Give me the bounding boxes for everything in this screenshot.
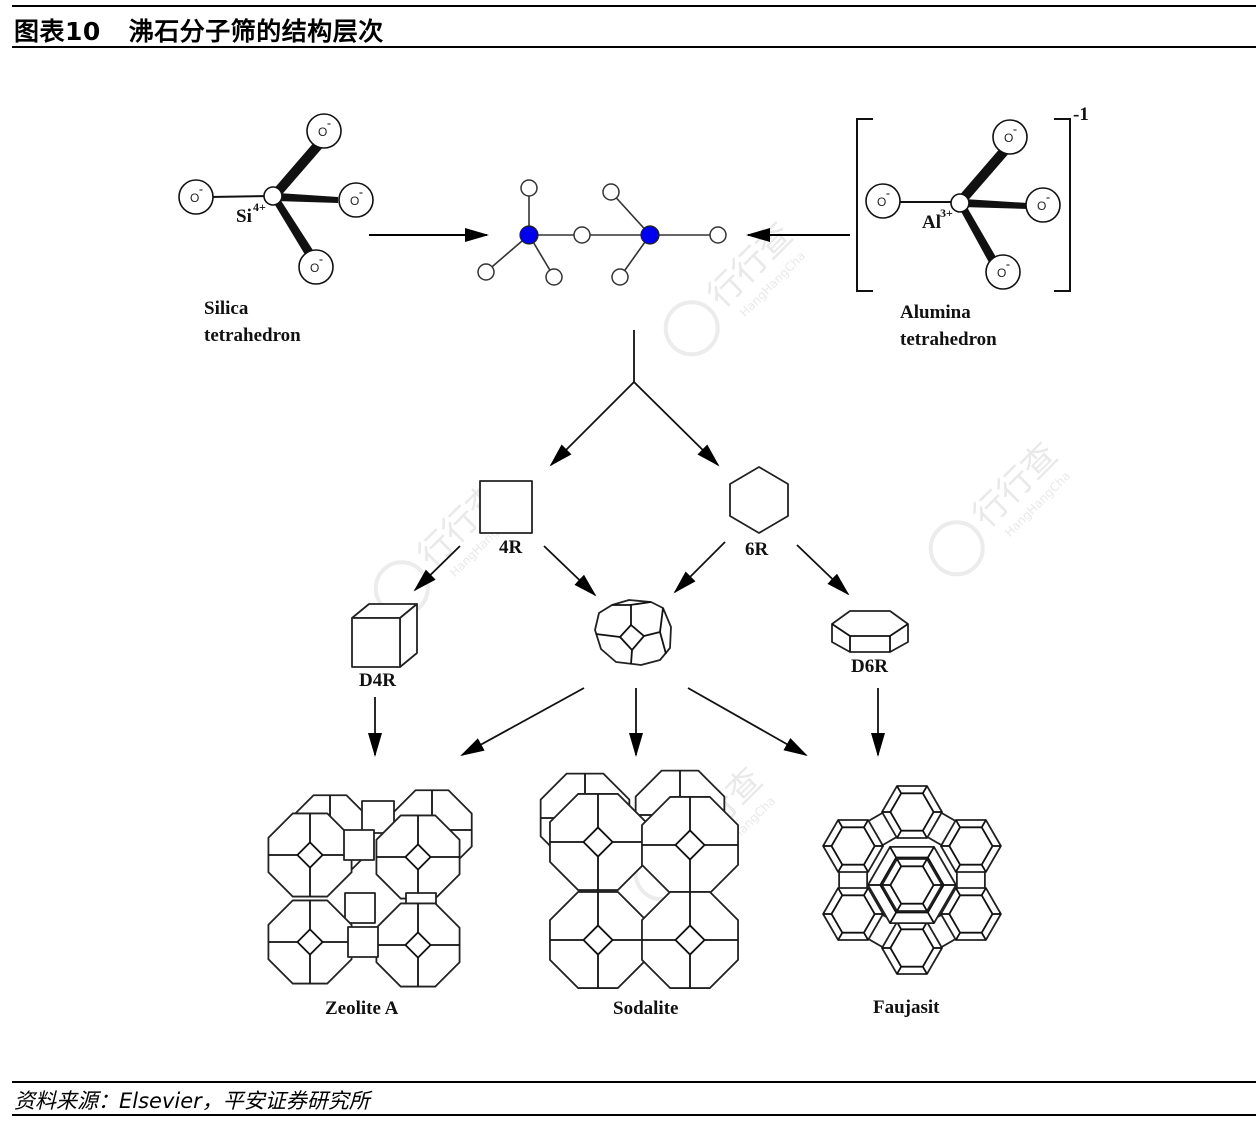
watermark: 行行查 HangHangCha: [928, 435, 1073, 577]
alumina-caption-line2: tetrahedron: [900, 329, 997, 350]
oxygen-node: [477, 263, 495, 281]
branch-arrows: [549, 330, 720, 467]
six-ring-label: 6R: [745, 539, 769, 560]
svg-text:-: -: [359, 185, 363, 199]
framework-arrows: [368, 687, 885, 757]
sodalite-cage: [549, 793, 647, 891]
zeolite-a-framework: [267, 789, 473, 988]
double-six-ring-label: D6R: [851, 656, 888, 677]
source-top-rule: [12, 1081, 1256, 1083]
double-six-ring-unit: D6R: [831, 610, 909, 677]
svg-text:-: -: [1013, 122, 1017, 136]
bond: [209, 195, 273, 198]
double-four-ring: [347, 926, 379, 958]
four-ring-unit: 4R: [479, 480, 533, 558]
silicon-label: Si: [236, 206, 252, 227]
unit-arrows: [413, 541, 850, 597]
aluminum-atom: [950, 193, 970, 213]
sodalite-cage: [641, 796, 739, 894]
aluminum-charge: 3+: [940, 206, 953, 220]
six-ring-unit: 6R: [729, 466, 789, 560]
watermark: 行行查 HangHangCha: [663, 215, 808, 357]
hexagonal-cage: [939, 887, 1002, 941]
double-four-ring-label: D4R: [359, 670, 396, 691]
oxygen-node: [520, 179, 538, 197]
linked-tetrahedra: [477, 179, 727, 286]
tetrahedral-atom-node: [519, 225, 539, 245]
sodalite-cage: [375, 902, 461, 988]
svg-text:-: -: [319, 252, 323, 266]
svg-text:-: -: [327, 116, 331, 130]
svg-text:O: O: [318, 125, 327, 139]
faujasite-framework: [822, 785, 1002, 975]
silicon-atom: [263, 186, 283, 206]
svg-text:-: -: [1046, 190, 1050, 204]
svg-text:-: -: [1006, 257, 1010, 271]
hexagonal-cage: [939, 819, 1002, 873]
oxygen-atom: O-: [178, 179, 214, 215]
oxygen-atom: O-: [1025, 187, 1061, 223]
svg-text:O: O: [350, 194, 359, 208]
sodalite-cage-unit: [594, 599, 672, 666]
svg-text:O: O: [1037, 199, 1046, 213]
oxygen-node: [611, 268, 629, 286]
silica-tetrahedron: O- O- O- O- Si 4+ Silica tetrahedron: [178, 113, 374, 346]
svg-text:O: O: [1004, 131, 1013, 145]
figure-number: 图表10: [14, 17, 101, 46]
top-rule: [12, 5, 1256, 7]
double-four-ring: [344, 892, 376, 924]
oxygen-node: [602, 183, 620, 201]
svg-text:O: O: [310, 261, 319, 275]
oxygen-atom: O-: [985, 254, 1021, 290]
bracket-charge: -1: [1073, 104, 1089, 125]
zeolite-a-label: Zeolite A: [325, 998, 399, 1019]
hexagonal-cage: [822, 887, 885, 941]
faujasite-label: Faujasit: [873, 997, 940, 1018]
sodalite-label: Sodalite: [613, 998, 678, 1019]
svg-text:O: O: [190, 191, 199, 205]
sodalite-framework: [539, 769, 739, 989]
bond: [272, 140, 324, 199]
aluminum-label: Al: [922, 212, 941, 233]
silica-caption-line2: tetrahedron: [204, 325, 301, 346]
hexagonal-cage: [881, 858, 943, 912]
sodalite-cage: [641, 891, 739, 989]
double-four-ring: [343, 829, 375, 861]
sodalite-cage: [267, 899, 353, 985]
svg-text:O: O: [997, 266, 1006, 280]
bond: [276, 193, 338, 203]
sodalite-cage: [549, 891, 647, 989]
oxygen-node: [545, 268, 563, 286]
silicon-charge: 4+: [253, 200, 266, 214]
silica-caption-line1: Silica: [204, 298, 249, 319]
sodalite-cage: [267, 812, 353, 898]
oxygen-node: [709, 226, 727, 244]
sodalite-cage: [375, 814, 461, 900]
svg-text:O: O: [877, 195, 886, 209]
right-bracket: [1054, 118, 1071, 292]
hexagonal-cage: [881, 785, 943, 839]
source-note: 资料来源：Elsevier，平安证券研究所: [14, 1089, 370, 1113]
oxygen-atom: O-: [865, 183, 901, 219]
oxygen-atom: O-: [306, 113, 342, 149]
oxygen-atom: O-: [992, 119, 1028, 155]
alumina-caption-line1: Alumina: [900, 302, 971, 323]
left-bracket: [856, 118, 873, 292]
alumina-tetrahedron: -1 O- O- O- O- Al 3+ Alumina tetrahedron: [856, 104, 1089, 350]
figure-title: 图表10 沸石分子筛的结构层次: [14, 12, 384, 48]
svg-text:-: -: [886, 186, 890, 200]
four-ring-label: 4R: [499, 537, 523, 558]
figure-title-text: 沸石分子筛的结构层次: [128, 17, 384, 46]
oxygen-atom: O-: [338, 182, 374, 218]
hexagonal-cage: [822, 819, 885, 873]
oxygen-atom: O-: [298, 249, 334, 285]
bridging-oxygen-node: [573, 226, 591, 244]
bond: [272, 196, 318, 263]
tetrahedral-atom-node: [640, 225, 660, 245]
title-rule: [12, 46, 1256, 48]
double-four-ring-unit: D4R: [351, 603, 418, 691]
source-bottom-rule: [12, 1114, 1256, 1116]
svg-text:-: -: [199, 182, 203, 196]
